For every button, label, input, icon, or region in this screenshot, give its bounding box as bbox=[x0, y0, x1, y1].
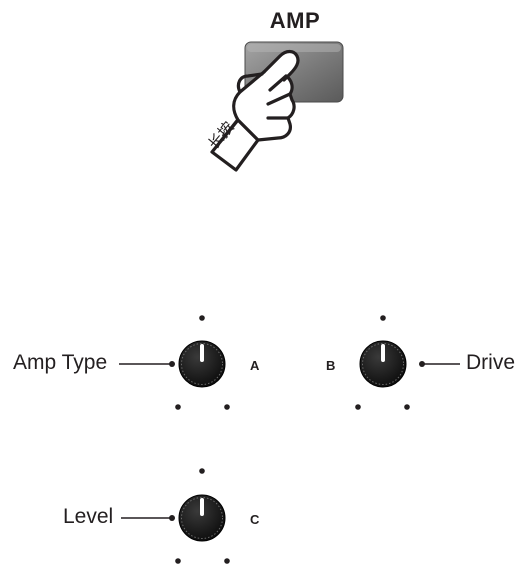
knob-mark-bottom-left bbox=[175, 558, 181, 564]
knob-mark-top bbox=[199, 315, 205, 321]
level-label: Level bbox=[63, 505, 114, 528]
amp-type-knob[interactable] bbox=[175, 315, 230, 410]
amp-button-label: AMP bbox=[269, 8, 321, 33]
drive-knob[interactable] bbox=[355, 315, 410, 410]
knob-mark-bottom-left bbox=[175, 404, 181, 410]
knob-mark-bottom-right bbox=[404, 404, 410, 410]
pressing-finger-icon bbox=[210, 49, 300, 172]
knob-letter-c: C bbox=[250, 512, 260, 527]
knob-letter-b: B bbox=[326, 358, 336, 373]
knob-letter-a: A bbox=[250, 358, 260, 373]
knob-mark-bottom-left bbox=[355, 404, 361, 410]
level-leader-dot bbox=[169, 515, 175, 521]
drive-label: Drive bbox=[466, 351, 516, 374]
level-knob[interactable] bbox=[175, 468, 230, 564]
knob-mark-bottom-right bbox=[224, 404, 230, 410]
knob-mark-top bbox=[199, 468, 205, 474]
amp-type-label: Amp Type bbox=[13, 351, 108, 374]
drive-leader-dot bbox=[419, 361, 425, 367]
knob-mark-top bbox=[380, 315, 386, 321]
amp-type-leader-dot bbox=[169, 361, 175, 367]
knob-mark-bottom-right bbox=[224, 558, 230, 564]
